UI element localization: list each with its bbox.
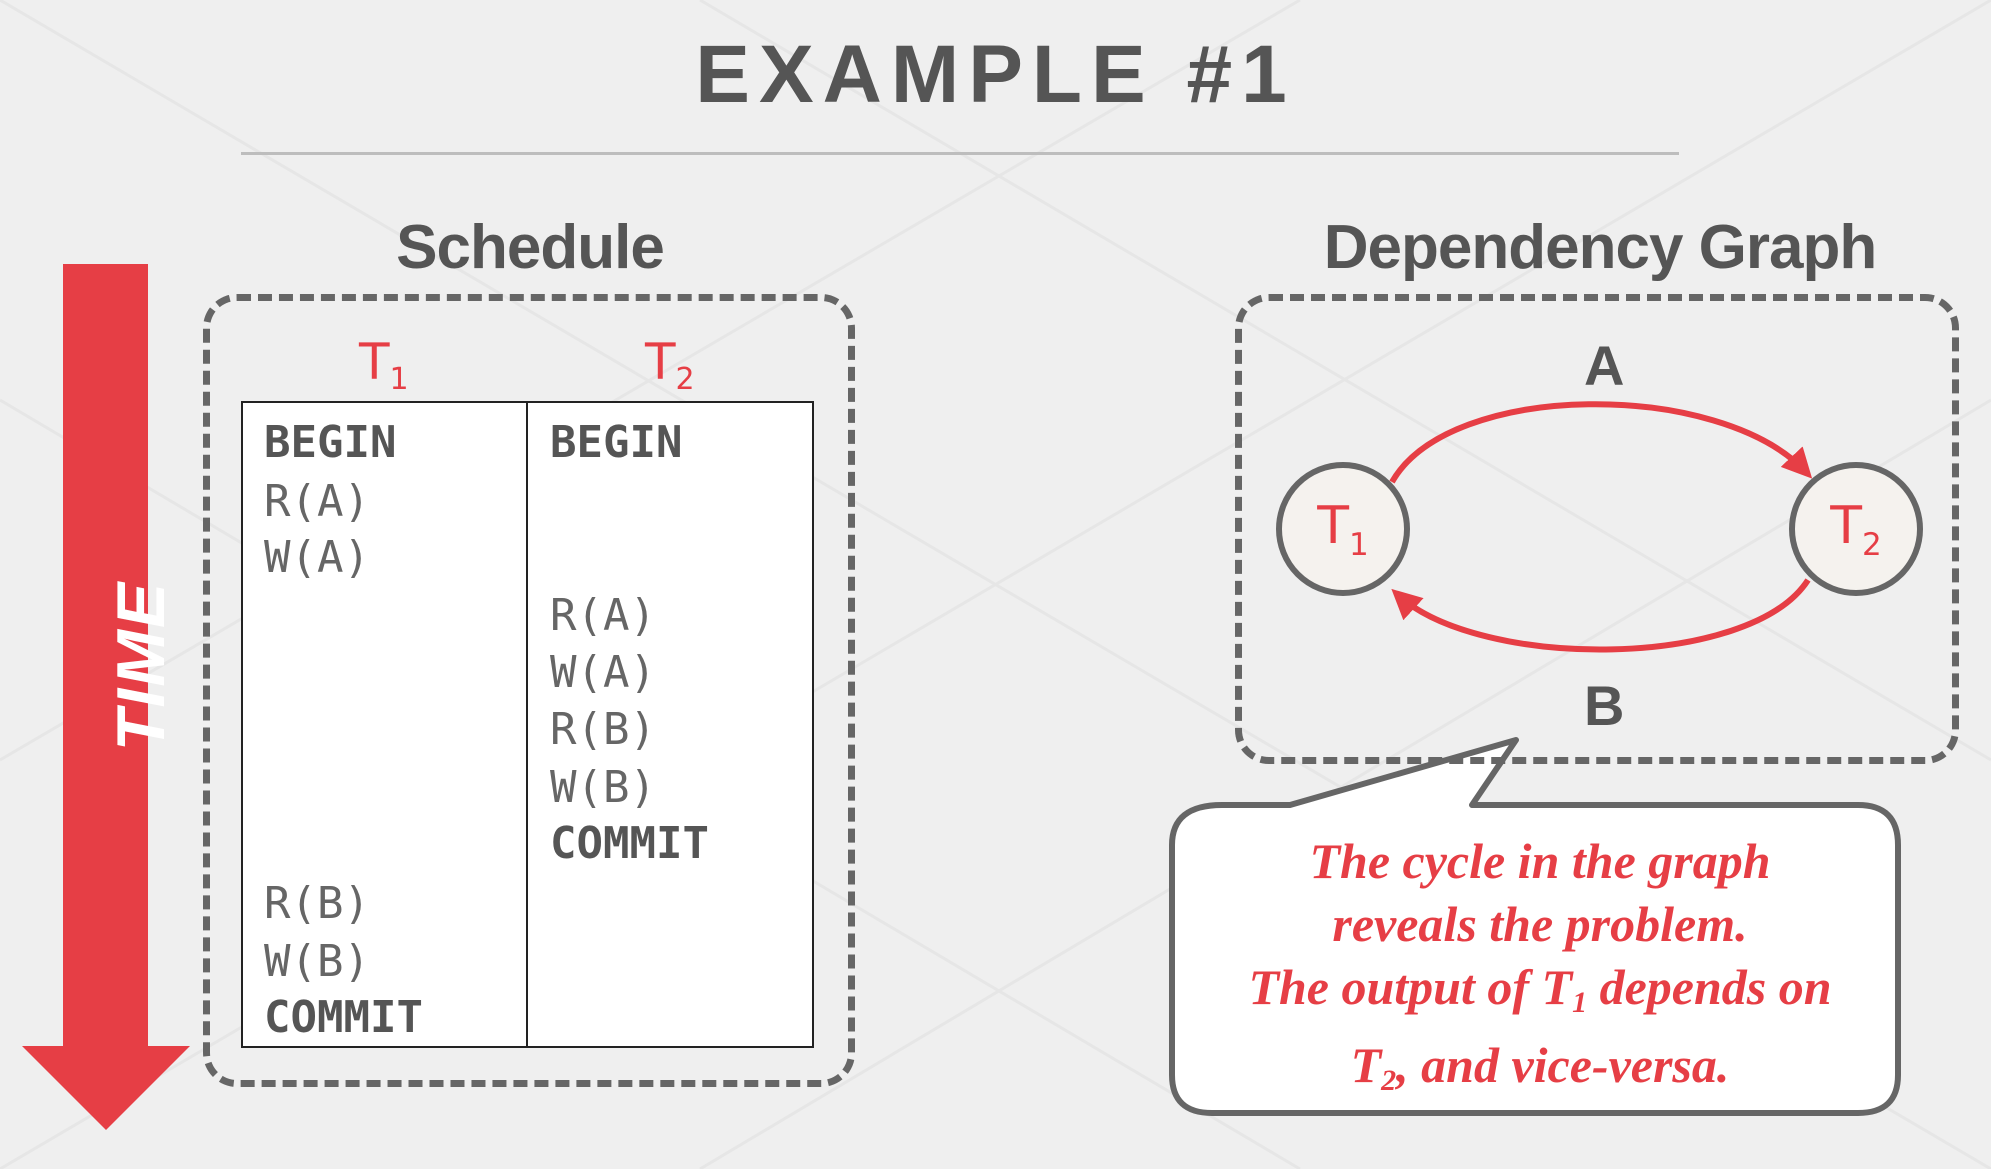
t2-op-write-b: W(B) xyxy=(550,762,656,813)
graph-node-t1 xyxy=(1276,462,1410,596)
graph-edge-b-label: B xyxy=(1584,674,1625,737)
t2-op-begin: BEGIN xyxy=(550,417,683,468)
graph-edge-b xyxy=(1391,578,1811,653)
graph-node-t1-label: T1 xyxy=(1317,496,1369,563)
graph-edge-a-label: A xyxy=(1584,334,1625,397)
callout-line-1: The cycle in the graph xyxy=(1309,833,1771,889)
callout-line-3: The output of T1 depends on xyxy=(1248,959,1832,1019)
title-divider xyxy=(241,152,1679,155)
time-arrow-icon xyxy=(22,264,190,1130)
schedule-frame xyxy=(203,294,855,1087)
graph-frame xyxy=(1235,294,1959,764)
schedule-col-t2: T2 xyxy=(645,333,695,397)
t2-op-read-b: R(B) xyxy=(550,704,656,755)
schedule-col-t1: T1 xyxy=(359,333,409,397)
t2-op-read-a: R(A) xyxy=(550,590,656,641)
callout-text: The cycle in the graph reveals the probl… xyxy=(1180,830,1900,1112)
t2-op-commit: COMMIT xyxy=(550,818,709,869)
schedule-column-divider xyxy=(526,401,528,1048)
t1-op-read-b: R(B) xyxy=(264,878,370,929)
page-title: EXAMPLE #1 xyxy=(695,29,1296,120)
callout-line-4: T2, and vice-versa. xyxy=(1350,1037,1730,1097)
t1-op-commit: COMMIT xyxy=(264,992,423,1043)
time-label: TIME xyxy=(103,580,179,752)
graph-node-t2-label: T2 xyxy=(1830,496,1882,563)
graph-edge-a xyxy=(1389,401,1813,484)
t1-op-write-b: W(B) xyxy=(264,936,370,987)
callout-line-2: reveals the problem. xyxy=(1332,896,1748,952)
graph-heading: Dependency Graph xyxy=(1323,213,1877,282)
t2-op-write-a: W(A) xyxy=(550,647,656,698)
t1-op-write-a: W(A) xyxy=(264,532,370,583)
schedule-heading: Schedule xyxy=(396,213,665,282)
t1-op-begin: BEGIN xyxy=(264,417,397,468)
graph-node-t2 xyxy=(1789,462,1923,596)
t1-op-read-a: R(A) xyxy=(264,476,370,527)
callout-bubble xyxy=(1169,737,1901,1116)
